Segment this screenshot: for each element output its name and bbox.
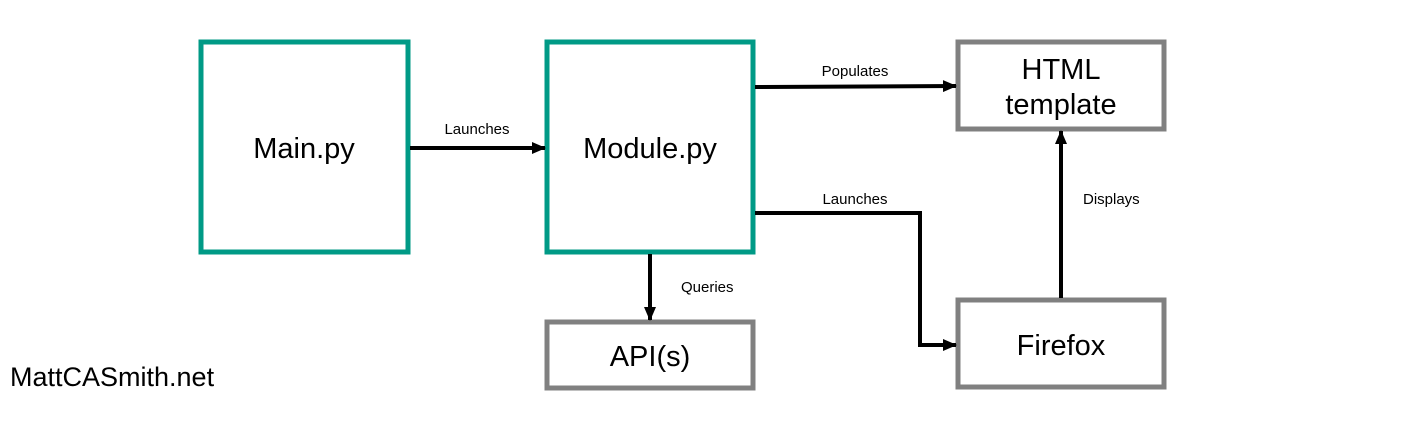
html-template-label-line2: template: [1005, 89, 1116, 121]
module-py-node: Module.py: [544, 39, 756, 255]
arrow-module-to-firefox: [755, 211, 957, 351]
api-label: API(s): [610, 341, 691, 373]
main-py-box: [198, 39, 411, 255]
edge-module-to-html: Populates: [754, 63, 957, 93]
edge-label-queries: Queries: [681, 279, 734, 296]
api-box: [544, 319, 756, 391]
html-template-box: [955, 39, 1167, 132]
site-watermark: MattCASmith.net: [10, 362, 215, 392]
module-py-label: Module.py: [583, 133, 717, 165]
html-template-node: HTML template: [955, 39, 1167, 132]
api-node: API(s): [544, 319, 756, 391]
main-py-label: Main.py: [253, 133, 355, 165]
edge-label-launches-main: Launches: [444, 121, 509, 138]
arrow-module-to-html: [754, 80, 957, 93]
edge-main-to-module: Launches: [410, 121, 546, 154]
edge-label-populates: Populates: [822, 63, 889, 80]
edge-module-to-api: Queries: [644, 254, 734, 321]
edge-label-displays: Displays: [1083, 191, 1140, 208]
html-template-label-line1: HTML: [1022, 54, 1101, 86]
edge-module-to-firefox: Launches: [755, 191, 957, 351]
main-py-node: Main.py: [198, 39, 411, 255]
firefox-label: Firefox: [1017, 330, 1106, 362]
firefox-node: Firefox: [955, 297, 1167, 390]
firefox-box: [955, 297, 1167, 390]
module-py-box: [544, 39, 756, 255]
edge-label-launches-firefox: Launches: [822, 191, 887, 208]
edge-firefox-to-html: Displays: [1055, 130, 1140, 298]
